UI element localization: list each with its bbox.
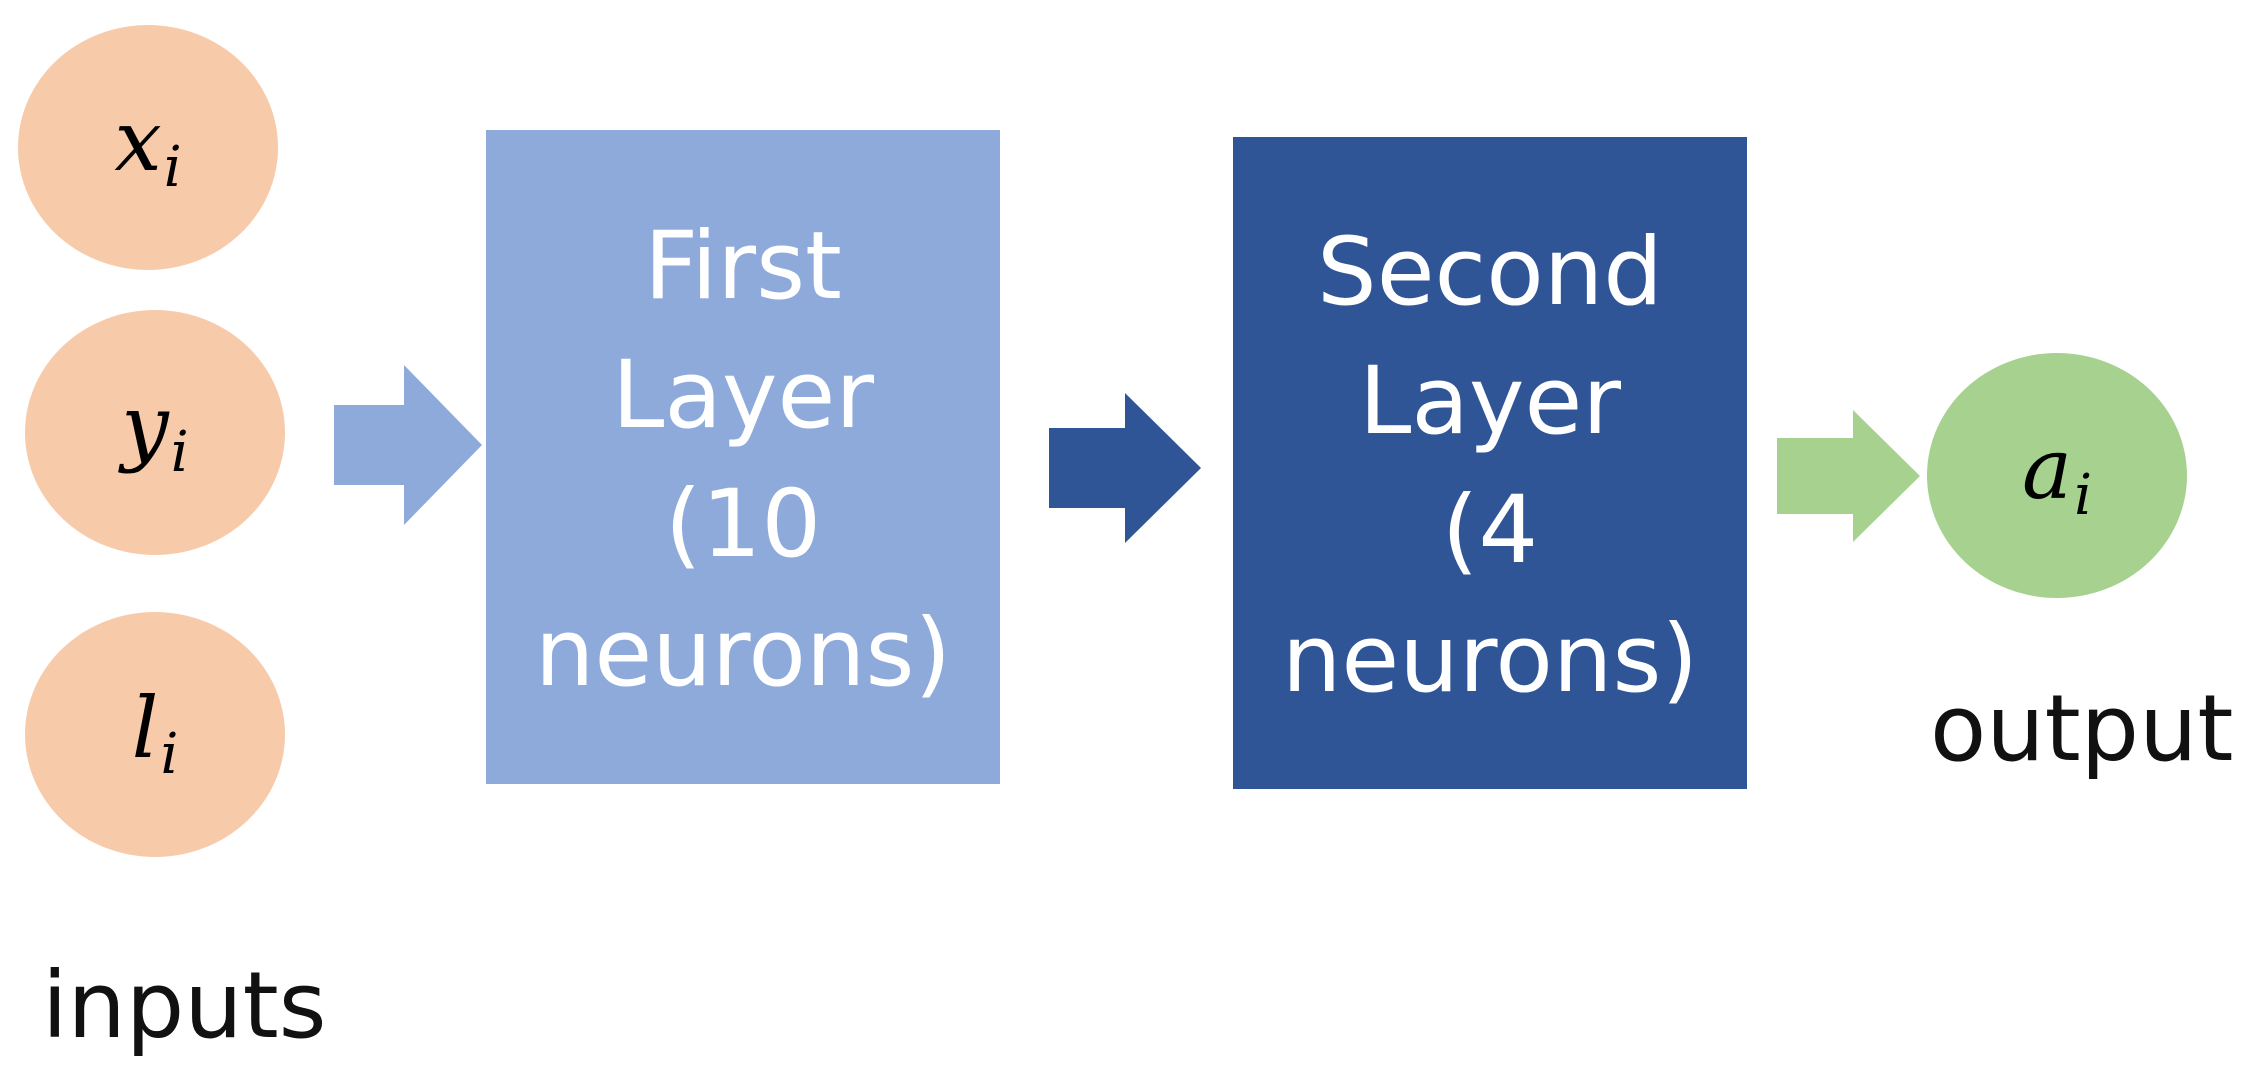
first-layer-box: First Layer (10 neurons) — [486, 130, 1000, 784]
output-node-a: ai — [1927, 353, 2187, 598]
input-node-x: xi — [18, 25, 278, 270]
output-label: output — [1930, 675, 2234, 782]
arrow-2-shape — [1049, 393, 1201, 543]
second-layer-label: Second Layer (4 neurons) — [1281, 218, 1699, 714]
input-x-formula: xi — [114, 91, 182, 201]
arrow-first-to-second-layer — [1049, 393, 1201, 543]
input-l-formula: li — [131, 678, 179, 788]
input-y-formula: yi — [121, 376, 189, 486]
first-layer-label: First Layer (10 neurons) — [534, 212, 952, 708]
output-a-formula: ai — [2021, 419, 2092, 529]
arrow-second-layer-to-output — [1777, 410, 1920, 542]
input-node-l: li — [25, 612, 285, 857]
second-layer-box: Second Layer (4 neurons) — [1233, 137, 1747, 789]
arrow-1-shape — [334, 365, 482, 525]
arrow-inputs-to-first-layer — [334, 365, 482, 525]
arrow-3-shape — [1777, 410, 1920, 542]
inputs-label: inputs — [42, 952, 327, 1059]
input-node-y: yi — [25, 310, 285, 555]
